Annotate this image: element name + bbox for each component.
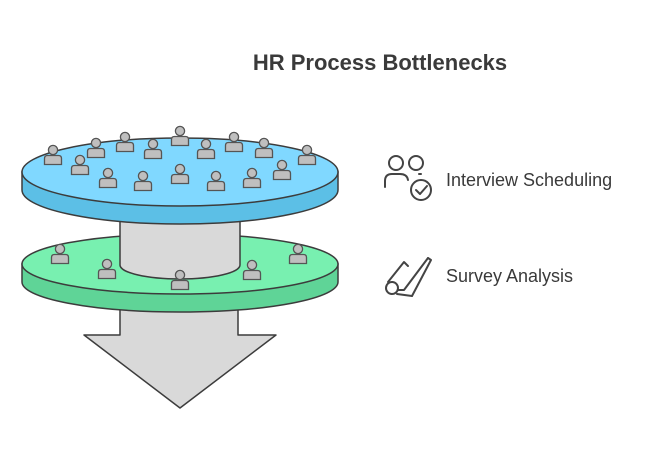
diagram-title: HR Process Bottlenecks	[252, 50, 508, 75]
person-icon	[170, 125, 190, 147]
person-icon	[43, 144, 63, 166]
stage-label-interview-scheduling: Interview Scheduling	[446, 170, 613, 190]
person-icon	[297, 144, 317, 166]
people-check-icon	[384, 155, 432, 201]
stage-label-survey-analysis: Survey Analysis	[446, 266, 574, 286]
rolled-paper-check-icon	[385, 257, 432, 297]
down-arrow-shaft	[83, 299, 277, 409]
person-icon	[224, 131, 244, 153]
person-icon	[254, 137, 274, 159]
person-icon	[86, 137, 106, 159]
person-icon	[115, 131, 135, 153]
